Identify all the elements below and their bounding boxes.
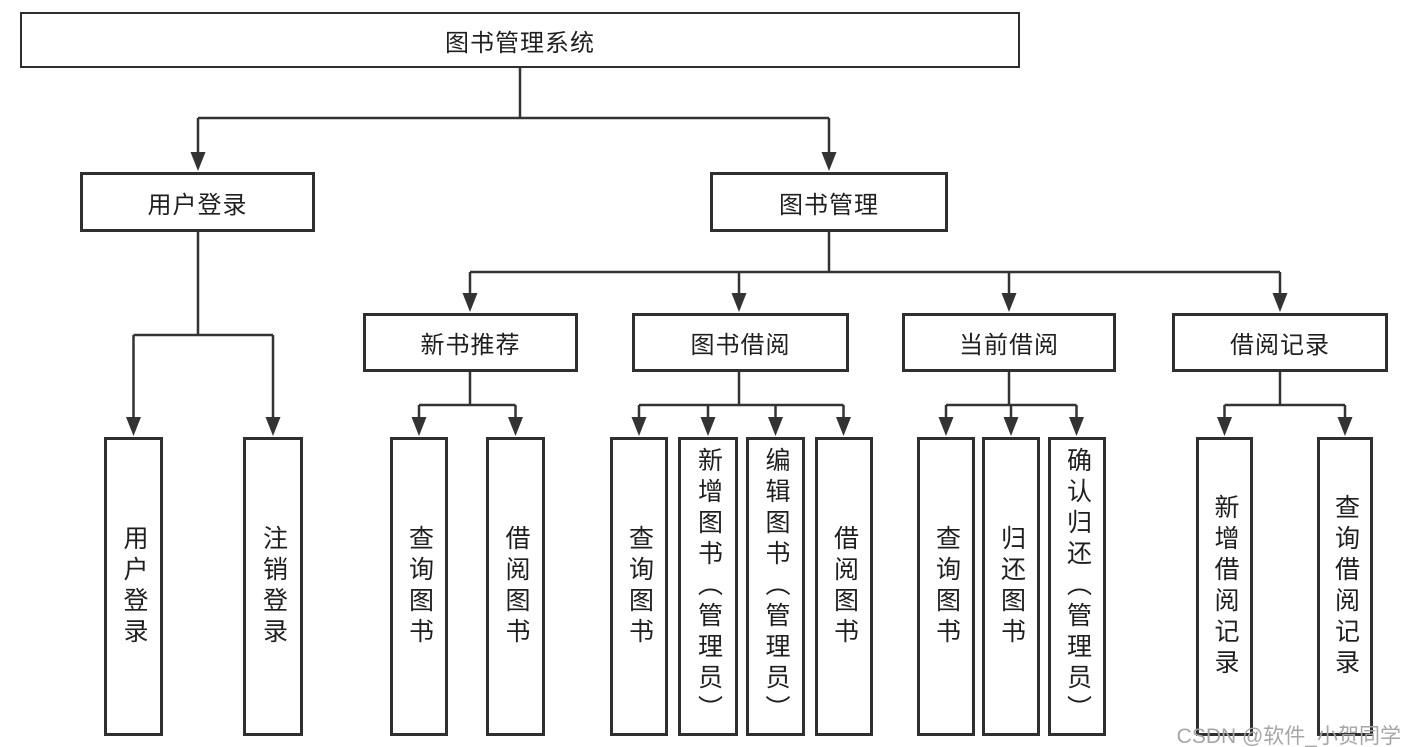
node-label: 新增借阅记录	[1211, 493, 1239, 680]
node-label: 图书管理	[779, 191, 879, 219]
node-edit-book-admin: 编辑图书（管理员）	[746, 437, 805, 736]
node-borrow-books: 借阅图书	[815, 437, 873, 736]
node-query-books: 查询图书	[917, 437, 975, 736]
node-new-book-recommendation: 新书推荐	[363, 313, 578, 372]
node-label: 当前借阅	[959, 332, 1059, 359]
arrowheads-new-book	[411, 417, 523, 436]
node-label: 查询图书	[625, 524, 654, 649]
connector-book-borrow	[637, 372, 845, 419]
node-label: 查询图书	[932, 524, 961, 649]
node-user-login-leaf: 用户登录	[104, 437, 163, 736]
arrowheads-current-borrow	[938, 417, 1084, 436]
connector-new-book	[417, 372, 517, 419]
node-add-book-admin: 新增图书（管理员）	[678, 437, 738, 736]
connector-borrow-records	[1223, 372, 1347, 419]
node-label: 用户登录	[147, 191, 248, 219]
arrowheads-book-borrow	[631, 417, 851, 436]
node-label: 借阅图书	[830, 524, 859, 649]
connector-book-mgmt	[468, 232, 1282, 295]
node-return-books: 归还图书	[982, 437, 1040, 736]
node-label: 图书借阅	[690, 332, 791, 359]
node-label: 借阅图书	[502, 524, 530, 649]
connector-root	[196, 68, 831, 154]
arrowheads-user-login	[126, 417, 281, 436]
node-borrow-books: 借阅图书	[486, 437, 545, 736]
connector-user-login	[132, 232, 275, 419]
node-user-login: 用户登录	[80, 172, 315, 232]
node-book-borrowing: 图书借阅	[632, 313, 849, 372]
node-label: 借阅记录	[1230, 332, 1330, 359]
arrowheads-root	[190, 152, 837, 171]
node-label: 编辑图书（管理员）	[762, 447, 790, 726]
node-label: 归还图书	[997, 524, 1026, 649]
connector-current-borrow	[944, 372, 1078, 419]
node-query-books: 查询图书	[610, 437, 668, 736]
node-label: 查询借阅记录	[1331, 493, 1360, 680]
node-current-borrowing: 当前借阅	[902, 313, 1116, 372]
node-query-borrow-record: 查询借阅记录	[1317, 437, 1373, 736]
node-add-borrow-record: 新增借阅记录	[1196, 437, 1253, 736]
arrowheads-book-mgmt	[462, 293, 1288, 312]
node-label: 查询图书	[405, 524, 434, 649]
arrowheads-borrow-records	[1217, 417, 1353, 436]
node-library-system: 图书管理系统	[20, 12, 1020, 68]
node-label: 确认归还（管理员）	[1063, 447, 1092, 726]
node-label: 注销登录	[259, 524, 288, 649]
node-logout: 注销登录	[243, 437, 303, 736]
node-label: 用户登录	[120, 524, 148, 649]
node-label: 新增图书（管理员）	[694, 447, 723, 726]
node-confirm-return-admin: 确认归还（管理员）	[1048, 437, 1106, 736]
csdn-watermark: CSDN @软件_小贺同学	[1176, 725, 1401, 747]
node-label: 图书管理系统	[445, 29, 595, 57]
node-query-books: 查询图书	[390, 437, 448, 736]
node-borrowing-records: 借阅记录	[1172, 313, 1388, 372]
node-label: 新书推荐	[420, 332, 521, 359]
node-book-management: 图书管理	[710, 172, 948, 232]
